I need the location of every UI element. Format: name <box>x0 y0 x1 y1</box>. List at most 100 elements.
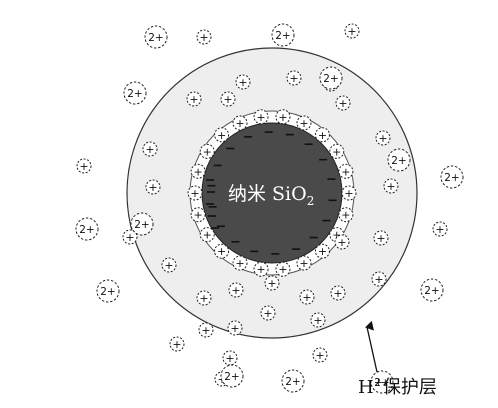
ion-circle <box>144 25 168 49</box>
divalent-cation: 2+ <box>281 369 305 393</box>
ion-circle <box>440 165 464 189</box>
ion-charge-label: + <box>299 257 308 270</box>
ion-circle <box>196 29 212 45</box>
ion-charge-label: + <box>230 322 239 335</box>
ion-circle <box>296 115 312 131</box>
divalent-cation: 2+ <box>440 165 464 189</box>
ion-circle <box>319 66 343 90</box>
ion-charge-label: + <box>235 117 244 130</box>
ion-charge-label: + <box>223 93 232 106</box>
adsorbed-cation: + <box>253 261 269 277</box>
ion-charge-label: 2+ <box>424 285 439 297</box>
ion-charge-label: + <box>337 236 346 249</box>
divalent-cation: 2+ <box>370 370 394 394</box>
ion-charge-label: + <box>374 273 383 286</box>
ion-circle <box>199 227 215 243</box>
ion-circle <box>387 148 411 172</box>
free-cation: + <box>235 74 251 90</box>
ion-charge-label: + <box>338 97 347 110</box>
ion-circle <box>286 70 302 86</box>
ion-charge-label: + <box>341 209 350 222</box>
ion-circle <box>253 261 269 277</box>
ion-charge-label: + <box>318 129 327 142</box>
divalent-cation: 2+ <box>420 278 444 302</box>
ion-charge-label: + <box>332 145 341 158</box>
ion-circle <box>296 255 312 271</box>
adsorbed-cation: + <box>341 185 357 201</box>
free-cation: + <box>264 275 280 291</box>
ion-circle <box>330 285 346 301</box>
ion-charge-label: 2+ <box>323 73 338 85</box>
ion-charge-label: + <box>299 117 308 130</box>
ion-circle <box>220 364 244 388</box>
ion-circle <box>235 74 251 90</box>
free-cation: + <box>161 257 177 273</box>
ion-charge-label: 2+ <box>374 377 389 389</box>
ion-charge-label: + <box>278 263 287 276</box>
ion-charge-label: + <box>256 263 265 276</box>
ion-charge-label: + <box>267 277 276 290</box>
adsorbed-cation: + <box>199 227 215 243</box>
ion-charge-label: + <box>190 187 199 200</box>
ion-circle <box>334 234 350 250</box>
ion-circle <box>383 178 399 194</box>
adsorbed-cation: + <box>275 109 291 125</box>
ion-circle <box>76 158 92 174</box>
ion-circle <box>122 229 138 245</box>
ion-circle <box>75 217 99 241</box>
ion-circle <box>222 350 238 366</box>
adsorbed-cation: + <box>190 207 206 223</box>
ion-charge-label: 2+ <box>134 219 149 231</box>
free-cation: + <box>334 234 350 250</box>
free-cation: + <box>286 70 302 86</box>
ion-circle <box>232 115 248 131</box>
ion-charge-label: + <box>376 232 385 245</box>
adsorbed-cation: + <box>214 243 230 259</box>
ion-charge-label: 2+ <box>444 172 459 184</box>
ion-circle <box>271 23 295 47</box>
divalent-cation: 2+ <box>75 217 99 241</box>
free-cation: + <box>375 130 391 146</box>
adsorbed-cation: + <box>296 115 312 131</box>
free-cation: + <box>145 179 161 195</box>
ion-circle <box>198 322 214 338</box>
ion-charge-label: 2+ <box>79 224 94 236</box>
ion-circle <box>142 141 158 157</box>
ion-circle <box>145 179 161 195</box>
ion-circle <box>199 143 215 159</box>
free-cation: + <box>169 336 185 352</box>
divalent-cation: 2+ <box>130 212 154 236</box>
protective-layer-label: H+保护层 <box>358 376 437 398</box>
free-cation: + <box>142 141 158 157</box>
ion-charge-label: + <box>313 314 322 327</box>
adsorbed-cation: + <box>296 255 312 271</box>
adsorbed-cation: + <box>275 261 291 277</box>
protective-layer-arrow <box>365 320 378 373</box>
ion-circle <box>130 212 154 236</box>
ion-charge-label: + <box>386 180 395 193</box>
adsorbed-cation: + <box>187 185 203 201</box>
free-cation: + <box>220 91 236 107</box>
adsorbed-cation: + <box>199 143 215 159</box>
ion-charge-label: + <box>217 129 226 142</box>
ion-circle <box>187 185 203 201</box>
free-cation: + <box>371 271 387 287</box>
ion-charge-label: + <box>333 287 342 300</box>
ion-circle <box>275 109 291 125</box>
adsorbed-cation: + <box>190 163 206 179</box>
ion-circle <box>314 243 330 259</box>
ion-charge-label: + <box>79 160 88 173</box>
adsorbed-cation: + <box>232 115 248 131</box>
ion-charge-label: 2+ <box>391 155 406 167</box>
ion-charge-label: + <box>344 187 353 200</box>
ion-circle <box>264 275 280 291</box>
ion-charge-label: + <box>145 143 154 156</box>
ion-charge-label: + <box>332 229 341 242</box>
free-cation: + <box>228 282 244 298</box>
ion-charge-label: + <box>199 31 208 44</box>
free-cation: + <box>260 305 276 321</box>
ion-circle <box>329 143 345 159</box>
ion-charge-label: + <box>256 111 265 124</box>
